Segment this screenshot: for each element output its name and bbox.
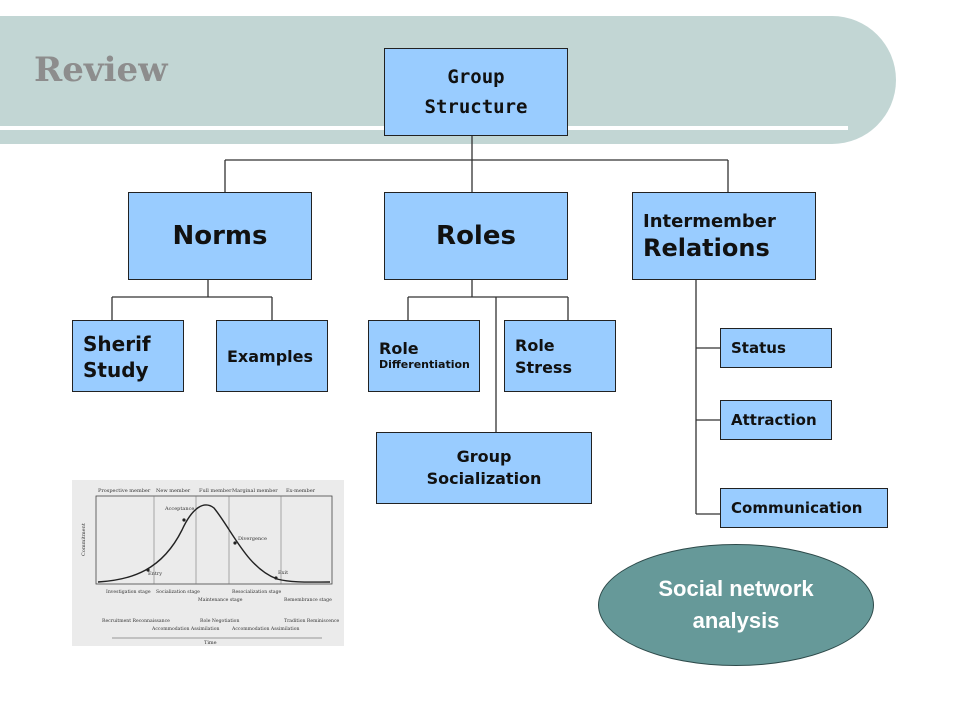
study-label: Study [83, 358, 149, 382]
fig-y-label: Commitment [81, 523, 87, 556]
intermember-label: Intermember [643, 211, 776, 232]
fig-curve-label-0: Acceptance [164, 506, 194, 512]
social-network-analysis-ellipse: Social network analysis [598, 544, 874, 666]
group-socialization-box: Group Socialization [376, 432, 592, 504]
sherif-study-box: Sherif Study [72, 320, 184, 392]
fig-top-label-2: Full member [199, 488, 232, 494]
role-stress-box: Role Stress [504, 320, 616, 392]
relations-label: Relations [643, 234, 770, 262]
group-structure-box: Group Structure [384, 48, 568, 136]
role-label: Role [379, 339, 419, 358]
sna-label-1: Social network [658, 576, 814, 601]
fig-curve-label-1: Divergence [238, 536, 267, 542]
socialization-curve-figure: Prospective member New member Full membe… [81, 488, 340, 646]
attraction-label: Attraction [731, 411, 817, 429]
differentiation-label: Differentiation [379, 358, 470, 371]
fig-stage-0: Investigation stage [106, 589, 151, 595]
sna-label-2: analysis [692, 608, 780, 633]
role-stress-label-2: Stress [515, 358, 572, 377]
fig-bottom-0: Recruitment Reconnaissance [102, 618, 170, 624]
group-structure-label-1: Group [447, 66, 505, 88]
fig-bottom-3: Accommodation Assimilation [231, 626, 300, 632]
fig-x-label: Time [204, 640, 217, 646]
fig-top-label-3: Marginal member [232, 488, 278, 494]
communication-box: Communication [720, 488, 888, 528]
fig-bottom-1: Accommodation Assimilation [151, 626, 220, 632]
role-differentiation-box: Role Differentiation [368, 320, 480, 392]
status-label: Status [731, 339, 786, 357]
fig-stage-1: Socialization stage [156, 589, 200, 595]
fig-top-label-4: Ex-member [286, 488, 316, 494]
norms-box: Norms [128, 192, 312, 280]
fig-stage-2: Maintenance stage [198, 597, 243, 603]
examples-box: Examples [216, 320, 328, 392]
fig-stage-3: Resocialization stage [232, 589, 282, 595]
fig-stage-4: Remembrance stage [284, 597, 332, 603]
communication-label: Communication [731, 499, 863, 517]
slide-title: Review [34, 50, 168, 90]
sherif-label: Sherif [83, 332, 151, 356]
roles-label: Roles [436, 221, 516, 251]
socialization-model-figure: Prospective member New member Full membe… [72, 480, 344, 646]
fig-bottom-2: Role Negotiation [200, 618, 239, 624]
examples-label: Examples [227, 347, 314, 366]
fig-curve-label-3: Exit [278, 570, 288, 576]
group-socialization-label-2: Socialization [426, 469, 542, 488]
fig-bottom-4: Tradition Reminiscence [284, 618, 340, 624]
norms-label: Norms [172, 221, 268, 251]
status-box: Status [720, 328, 832, 368]
attraction-box: Attraction [720, 400, 832, 440]
group-structure-label-2: Structure [424, 96, 528, 118]
fig-top-label-0: Prospective member [98, 488, 151, 494]
roles-box: Roles [384, 192, 568, 280]
fig-curve-label-2: Entry [148, 571, 162, 577]
intermember-relations-box: Intermember Relations [632, 192, 816, 280]
fig-top-label-1: New member [156, 488, 191, 494]
role-stress-label-1: Role [515, 336, 555, 355]
group-socialization-label-1: Group [456, 447, 512, 466]
